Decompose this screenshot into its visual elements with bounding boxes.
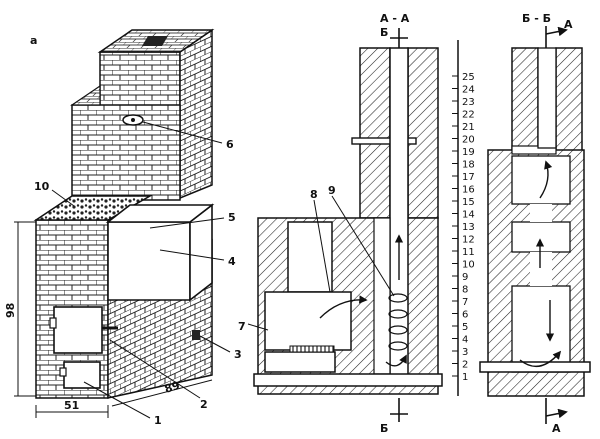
panel-letter: а [30,34,37,47]
bb-flue-top [537,47,557,149]
callout-leaders [51,121,395,419]
aa-oven-cavity [287,221,333,293]
heat-exchanger-top-face [70,84,101,106]
scale-label: 11 [462,247,475,258]
scale-label: 9 [462,272,468,283]
scale-label: 23 [462,97,475,108]
callout-1: 1 [154,414,162,427]
dim-depth: 89 [163,379,182,396]
callout-3: 3 [234,348,242,361]
scale-label: 24 [462,85,475,96]
dim-width: 51 [64,399,79,412]
scale-label: 21 [462,122,475,133]
scale-label: 4 [462,335,468,346]
chimney-side-face [179,28,213,200]
bb-passage-2 [530,252,552,286]
bb-passage-1 [530,204,552,222]
aa-flue-channel [389,47,409,379]
callout-9: 9 [328,184,336,197]
aa-turbulator [388,293,408,351]
scale-label: 6 [462,310,468,321]
cut-mark-b-bottom: Б [380,422,388,435]
scale-label: 22 [462,110,475,121]
scale-label: 10 [462,260,475,271]
isometric-view [14,28,215,418]
scale-label: 18 [462,160,475,171]
aa-cut-lines [390,28,408,422]
chimney-opening [142,36,168,46]
cut-mark-b-top: Б [380,26,388,39]
scale-label: 8 [462,285,468,296]
cleanout-hole [192,330,200,340]
bb-chimney-right-wall [555,47,583,159]
dimension-lines [14,221,213,418]
bb-cut-lines [545,26,568,424]
cut-mark-a-top: А [564,18,573,31]
cooking-surface [33,195,153,221]
section-aa [253,28,443,422]
height-scale: 1234567891011121314151617181920212223242… [452,40,475,396]
section-bb [479,26,591,424]
aa-ash-pit [264,351,336,373]
scale-label: 25 [462,72,475,83]
section-title-bb: Б - Б [522,12,551,25]
bb-damper [511,145,557,155]
aa-flow-arrows [319,234,407,367]
aa-chimney-left-wall [359,47,391,219]
damper-knob-icon [131,118,135,122]
aa-chimney-right-wall [407,47,439,219]
oven-front-face [107,221,191,301]
aa-firebox-cavity [264,291,352,351]
aa-flue-lower [373,217,391,375]
scale-ticks: 1234567891011121314151617181920212223242… [452,72,475,383]
bb-channel-2 [511,221,571,253]
scale-label: 20 [462,135,475,146]
callout-6: 6 [226,138,234,151]
dim-height: 98 [4,303,17,318]
scale-label: 16 [462,185,475,196]
heat-exchanger-front-face [71,104,181,201]
scale-label: 14 [462,210,475,221]
scale-label: 15 [462,197,475,208]
ash-pit-door [63,361,101,389]
door-hinge-icon [49,317,57,329]
bb-flow-arrows [519,160,562,368]
scale-label: 13 [462,222,475,233]
scale-label: 3 [462,347,468,358]
aa-damper-plate [351,137,417,145]
section-title-aa: А - А [380,12,410,25]
ash-door-hinge-icon [59,367,67,377]
scale-label: 7 [462,297,468,308]
aa-grate [289,345,335,353]
scale-label: 17 [462,172,475,183]
cut-mark-a-bottom: А [552,422,561,435]
scale-label: 12 [462,235,475,246]
callout-10: 10 [34,180,50,193]
callout-5: 5 [228,211,236,224]
callout-7: 7 [238,320,246,333]
callout-8: 8 [310,188,318,201]
scale-label: 5 [462,322,468,333]
bb-channel-3 [511,285,571,373]
firebox-door [53,306,103,354]
callout-4: 4 [228,255,236,268]
scale-label: 19 [462,147,475,158]
bb-chimney-left-wall [511,47,539,159]
oven-top-face [105,204,215,223]
scale-label: 1 [462,372,468,383]
scale-label: 2 [462,360,468,371]
callout-2: 2 [200,398,208,411]
aa-plinth [253,373,443,387]
